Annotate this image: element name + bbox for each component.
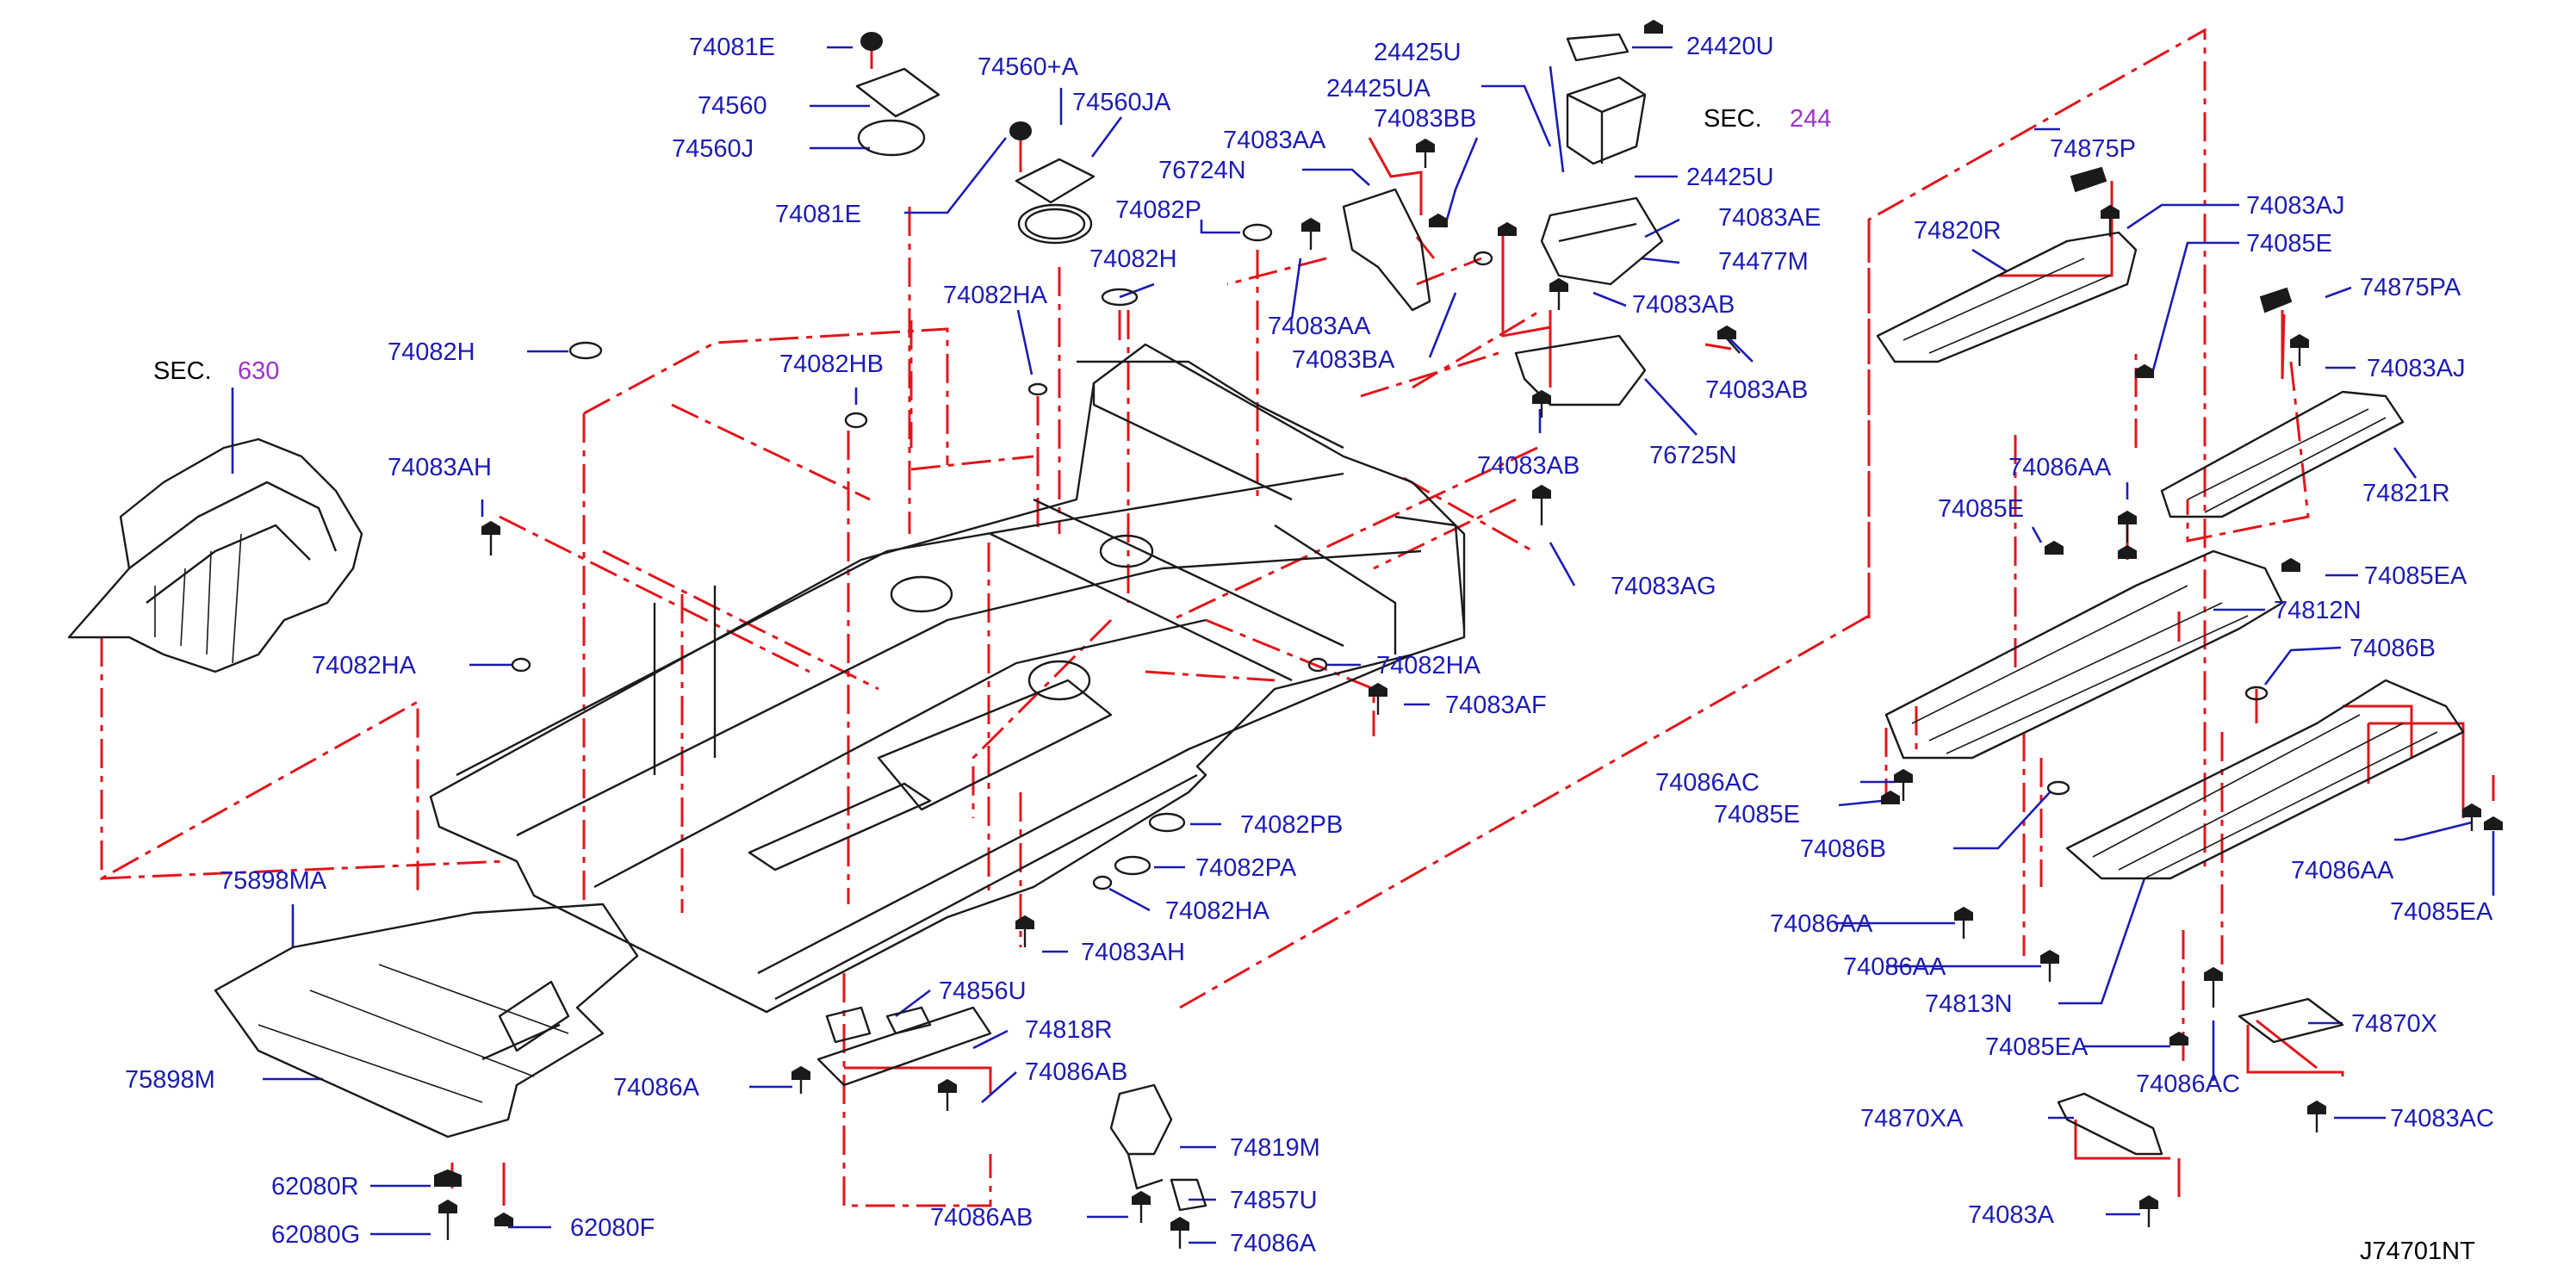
label-74086AB: 74086AB <box>1025 1058 1127 1086</box>
part-labels: 74081E 74560 74560J 74081E 74560+A 74560… <box>125 33 2494 1265</box>
label-76725N: 76725N <box>1649 442 1737 469</box>
label-74086AA: 74086AA <box>2291 857 2394 884</box>
label-74086AA: 74086AA <box>1770 910 1873 938</box>
label-24425U: 24425U <box>1686 164 1774 191</box>
label-24425UA: 24425UA <box>1326 75 1431 102</box>
label-74083AB: 74083AB <box>1705 376 1808 404</box>
label-74083AF: 74083AF <box>1445 692 1547 719</box>
section-ref-244: SEC. <box>1704 105 1762 133</box>
label-74082H: 74082H <box>1089 245 1177 273</box>
bolt-icons <box>434 19 2503 1249</box>
label-74083AB: 74083AB <box>1477 452 1580 480</box>
diagram-code: J74701NT <box>2360 1238 2475 1265</box>
label-74086A: 74086A <box>1230 1230 1317 1257</box>
label-74085E: 74085E <box>1714 801 1800 828</box>
section-ref-630: SEC. <box>153 357 212 385</box>
label-74085E: 74085E <box>1938 495 2024 523</box>
label-74082H: 74082H <box>388 338 475 366</box>
label-74086AC: 74086AC <box>2136 1070 2240 1098</box>
label-24420U: 24420U <box>1686 33 1774 60</box>
label-74083AA: 74083AA <box>1223 127 1326 154</box>
label-74083BA: 74083BA <box>1292 346 1395 374</box>
label-74086B: 74086B <box>2349 635 2436 662</box>
label-62080F: 62080F <box>570 1214 655 1242</box>
label-74082PB: 74082PB <box>1240 811 1343 839</box>
label-74081E: 74081E <box>775 201 861 228</box>
label-74560JA: 74560JA <box>1072 89 1171 116</box>
label-74870XA: 74870XA <box>1860 1105 1964 1132</box>
label-74477M: 74477M <box>1718 248 1809 276</box>
label-74875P: 74875P <box>2050 135 2136 163</box>
label-74082HA: 74082HA <box>943 282 1048 309</box>
label-74086AB: 74086AB <box>930 1204 1033 1231</box>
label-74082HB: 74082HB <box>779 351 884 378</box>
label-62080R: 62080R <box>271 1173 359 1200</box>
label-74820R: 74820R <box>1914 217 2002 245</box>
label-74083AG: 74083AG <box>1611 573 1716 600</box>
label-74870X: 74870X <box>2351 1010 2437 1038</box>
label-74083AE: 74083AE <box>1718 204 1821 232</box>
label-74083AJ: 74083AJ <box>2367 355 2466 382</box>
label-74082P: 74082P <box>1115 196 1201 224</box>
label-74086AA: 74086AA <box>1843 953 1946 981</box>
leader-lines <box>231 46 2495 1244</box>
label-74875PA: 74875PA <box>2360 274 2461 301</box>
label-74082HA: 74082HA <box>312 652 417 679</box>
label-74086A: 74086A <box>613 1074 700 1101</box>
label-75898MA: 75898MA <box>220 867 327 895</box>
label-74082PA: 74082PA <box>1195 854 1297 882</box>
label-74085EA: 74085EA <box>2390 898 2493 926</box>
label-74082HA: 74082HA <box>1165 897 1270 925</box>
label-76724N: 76724N <box>1158 157 1246 184</box>
label-74560-a: 74560+A <box>978 53 1079 81</box>
label-74083AC: 74083AC <box>2390 1105 2494 1132</box>
label-74857U: 74857U <box>1230 1187 1318 1214</box>
label-74821R: 74821R <box>2362 480 2450 507</box>
label-74083AA: 74083AA <box>1268 313 1371 340</box>
label-74813N: 74813N <box>1925 990 2013 1018</box>
section-number-244: 244 <box>1790 105 1831 133</box>
label-74085EA: 74085EA <box>1985 1033 2089 1061</box>
callout-lines <box>100 28 2495 1207</box>
label-74086AA: 74086AA <box>2008 454 2112 481</box>
label-24425U: 24425U <box>1374 39 1462 66</box>
label-74818R: 74818R <box>1025 1016 1113 1044</box>
parts-artwork <box>67 19 2503 1249</box>
label-74082HA: 74082HA <box>1376 652 1481 679</box>
label-74083AB: 74083AB <box>1632 291 1735 319</box>
label-75898M: 75898M <box>125 1066 215 1094</box>
label-62080G: 62080G <box>271 1221 360 1249</box>
label-74819M: 74819M <box>1230 1134 1320 1162</box>
label-74085EA: 74085EA <box>2364 562 2467 590</box>
label-74083AH: 74083AH <box>1081 939 1185 966</box>
label-74083AJ: 74083AJ <box>2246 192 2345 220</box>
label-74856U: 74856U <box>939 977 1027 1005</box>
label-74083A: 74083A <box>1968 1201 2055 1229</box>
label-74081E: 74081E <box>689 34 775 61</box>
label-74560: 74560 <box>698 92 767 120</box>
label-74083BB: 74083BB <box>1374 105 1476 133</box>
label-74812N: 74812N <box>2274 597 2362 624</box>
label-74086B: 74086B <box>1800 835 1886 863</box>
label-74083AH: 74083AH <box>388 454 492 481</box>
label-74560J: 74560J <box>672 135 754 163</box>
section-number-630: 630 <box>238 357 279 385</box>
label-74086AC: 74086AC <box>1655 769 1760 797</box>
label-74085E: 74085E <box>2246 230 2332 257</box>
